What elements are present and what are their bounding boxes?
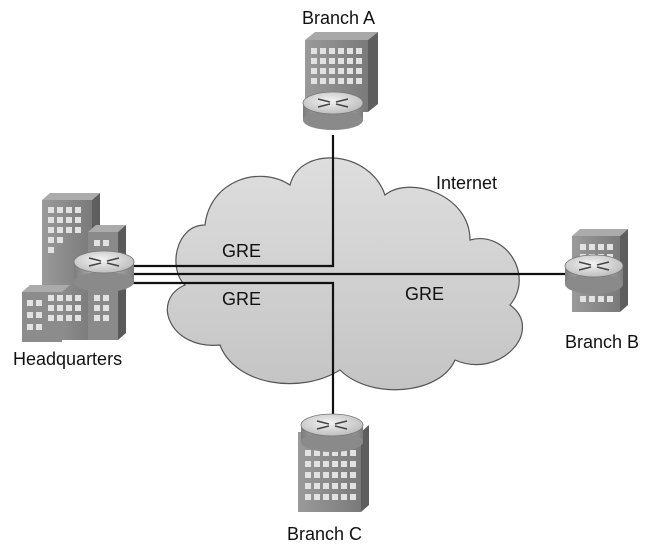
tunnel-line-branch-a (125, 135, 335, 268)
tunnel-label-branch-c: GRE (222, 289, 261, 309)
site-label-branch-c: Branch C (287, 524, 362, 544)
branch-a-router-icon (302, 91, 364, 130)
site-label-headquarters: Headquarters (13, 349, 122, 369)
site-label-branch-b: Branch B (565, 332, 639, 352)
branch-b-site (564, 229, 628, 312)
site-label-branch-a: Branch A (302, 8, 375, 28)
tunnel-lines (125, 135, 568, 415)
branch-c-router-icon (300, 413, 364, 452)
headquarters-router-icon (73, 250, 135, 292)
tunnel-label-branch-b: GRE (405, 284, 444, 304)
headquarters-site (22, 193, 135, 342)
tunnel-label-branch-a: GRE (222, 241, 261, 261)
cloud-label-internet: Internet (436, 173, 497, 193)
tunnel-line-branch-c (125, 281, 335, 415)
branch-b-router-icon (564, 254, 624, 294)
branch-a-site (302, 32, 378, 130)
branch-c-site (298, 413, 369, 512)
